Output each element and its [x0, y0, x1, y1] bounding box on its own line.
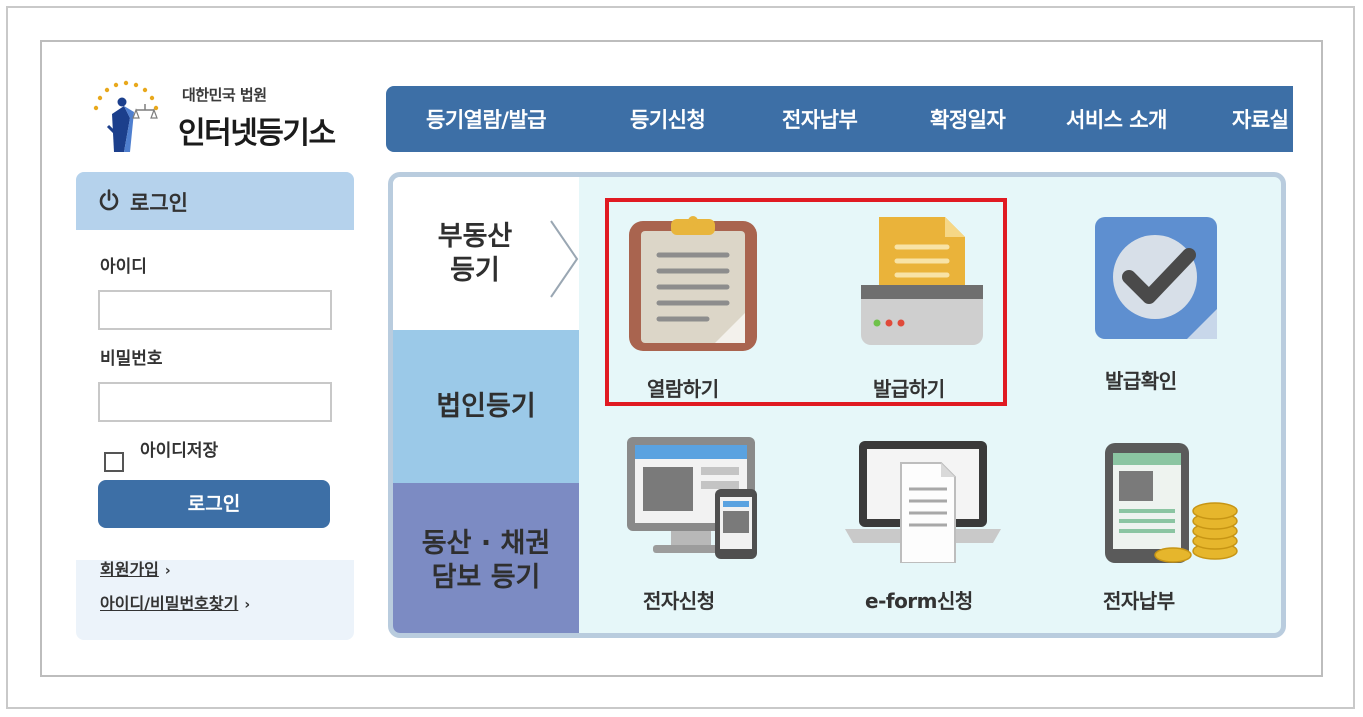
category-movables[interactable]: 동산 · 채권 담보 등기 [393, 483, 579, 633]
service-e-application-label: 전자신청 [643, 589, 715, 613]
laptop-document-icon [845, 441, 1001, 563]
service-e-form-label: e-form신청 [865, 589, 973, 613]
printer-icon [861, 217, 983, 345]
court-emblem-icon [93, 80, 159, 152]
nav-item-view-issue[interactable]: 등기열람/발급 [426, 108, 547, 132]
monitor-phone-icon [627, 437, 757, 559]
nav-item-application[interactable]: 등기신청 [630, 108, 706, 132]
nav-item-resources[interactable]: 자료실 [1232, 108, 1289, 132]
tablet-coins-icon [1105, 443, 1238, 563]
category-movables-label: 동산 · 채권 담보 등기 [421, 527, 551, 593]
service-e-application[interactable]: 전자신청 [625, 435, 775, 615]
outer-frame [6, 6, 1355, 709]
id-label: 아이디 [100, 257, 147, 277]
category-real-estate[interactable]: 부동산 등기 [393, 177, 579, 330]
service-issue[interactable]: 발급하기 [859, 215, 999, 415]
nav-item-e-payment[interactable]: 전자납부 [782, 108, 858, 132]
service-view[interactable]: 열람하기 [629, 215, 769, 415]
inner-frame [40, 40, 1323, 677]
service-e-payment[interactable]: 전자납부 [1103, 441, 1253, 621]
power-icon [99, 189, 119, 211]
category-corporate[interactable]: 법인등기 [393, 330, 579, 483]
find-account-link[interactable]: 아이디/비밀번호찾기 › [100, 590, 250, 614]
service-verify[interactable]: 발급확인 [1093, 215, 1243, 415]
category-real-estate-label: 부동산 등기 [437, 220, 513, 286]
chevron-right-icon [550, 220, 579, 298]
chevron-right-icon: › [164, 563, 171, 579]
service-issue-label: 발급하기 [873, 377, 945, 401]
service-e-form[interactable]: e-form신청 [843, 439, 1003, 619]
highlight-box [605, 198, 1007, 406]
find-account-link-label: 아이디/비밀번호찾기 [100, 594, 239, 613]
category-corporate-label: 법인등기 [436, 390, 536, 422]
password-input[interactable] [98, 382, 332, 422]
nav-item-fixed-date[interactable]: 확정일자 [930, 108, 1006, 132]
login-form: 아이디 비밀번호 아이디저장 로그인 [76, 230, 354, 560]
login-header: 로그인 [76, 172, 354, 230]
main-nav: 등기열람/발급 등기신청 전자납부 확정일자 서비스 소개 자료실 [386, 86, 1293, 152]
signup-link-label: 회원가입 [100, 560, 159, 579]
remember-id-checkbox[interactable] [104, 452, 124, 472]
nav-item-service-intro[interactable]: 서비스 소개 [1066, 108, 1167, 132]
remember-id-label: 아이디저장 [140, 441, 219, 461]
clipboard-icon [629, 216, 757, 351]
logo-subtitle: 대한민국 법원 [182, 86, 267, 104]
site-logo[interactable]: 대한민국 법원 인터넷등기소 [86, 74, 366, 158]
signup-link[interactable]: 회원가입 › [100, 556, 171, 580]
logo-title: 인터넷등기소 [178, 116, 336, 151]
service-view-label: 열람하기 [647, 377, 719, 401]
id-input[interactable] [98, 290, 332, 330]
checkmark-icon [1095, 217, 1217, 339]
login-title: 로그인 [130, 191, 188, 215]
chevron-right-icon: › [244, 597, 251, 613]
login-panel: 로그인 아이디 비밀번호 아이디저장 로그인 회원가입 › 아이디/비밀번호찾기 › [76, 172, 354, 640]
password-label: 비밀번호 [100, 349, 163, 369]
service-e-payment-label: 전자납부 [1103, 589, 1175, 613]
service-verify-label: 발급확인 [1105, 369, 1177, 393]
login-button[interactable]: 로그인 [98, 480, 330, 528]
